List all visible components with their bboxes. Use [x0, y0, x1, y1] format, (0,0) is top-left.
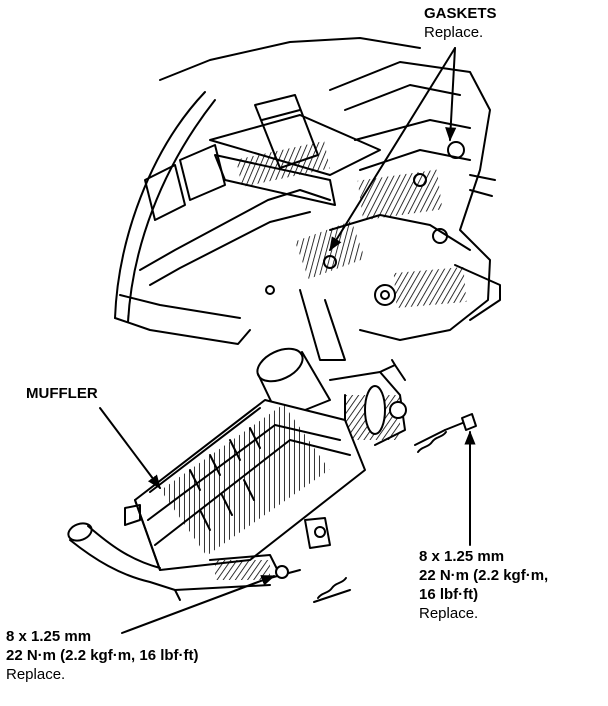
- bolt-left-callout: 8 x 1.25 mm 22 N·m (2.2 kgf·m, 16 lbf·ft…: [6, 627, 199, 684]
- gaskets-callout: GASKETS Replace.: [424, 4, 497, 42]
- bolt-right-note: Replace.: [419, 605, 479, 622]
- gaskets-title: GASKETS: [424, 5, 497, 22]
- flange-bolt-left: [269, 565, 351, 603]
- engine-assembly: [114, 37, 501, 361]
- bolt-right-torque-b: 16 lbf·ft): [419, 586, 479, 603]
- bolt-left-torque: 22 N·m (2.2 kgf·m, 16 lbf·ft): [6, 647, 199, 664]
- bolt-left-note: Replace.: [6, 666, 66, 683]
- bolt-right-size: 8 x 1.25 mm: [419, 548, 505, 565]
- gaskets-leader-2: [445, 47, 457, 142]
- gaskets-note: Replace.: [424, 24, 484, 41]
- tail-pipe: [67, 522, 281, 601]
- bolt-right-callout: 8 x 1.25 mm 22 N·m (2.2 kgf·m, 16 lbf·ft…: [419, 547, 548, 623]
- bolt-right-torque-a: 22 N·m (2.2 kgf·m,: [419, 567, 549, 584]
- muffler-body: [124, 399, 366, 571]
- flange-bolt-right: [414, 413, 477, 453]
- bolt-left-leader: [121, 575, 276, 634]
- muffler-leader: [99, 407, 161, 490]
- muffler-label: MUFFLER: [26, 385, 98, 402]
- bolt-left-size: 8 x 1.25 mm: [6, 628, 92, 645]
- leader-lines: [99, 47, 476, 634]
- gaskets-leader-1: [329, 47, 456, 252]
